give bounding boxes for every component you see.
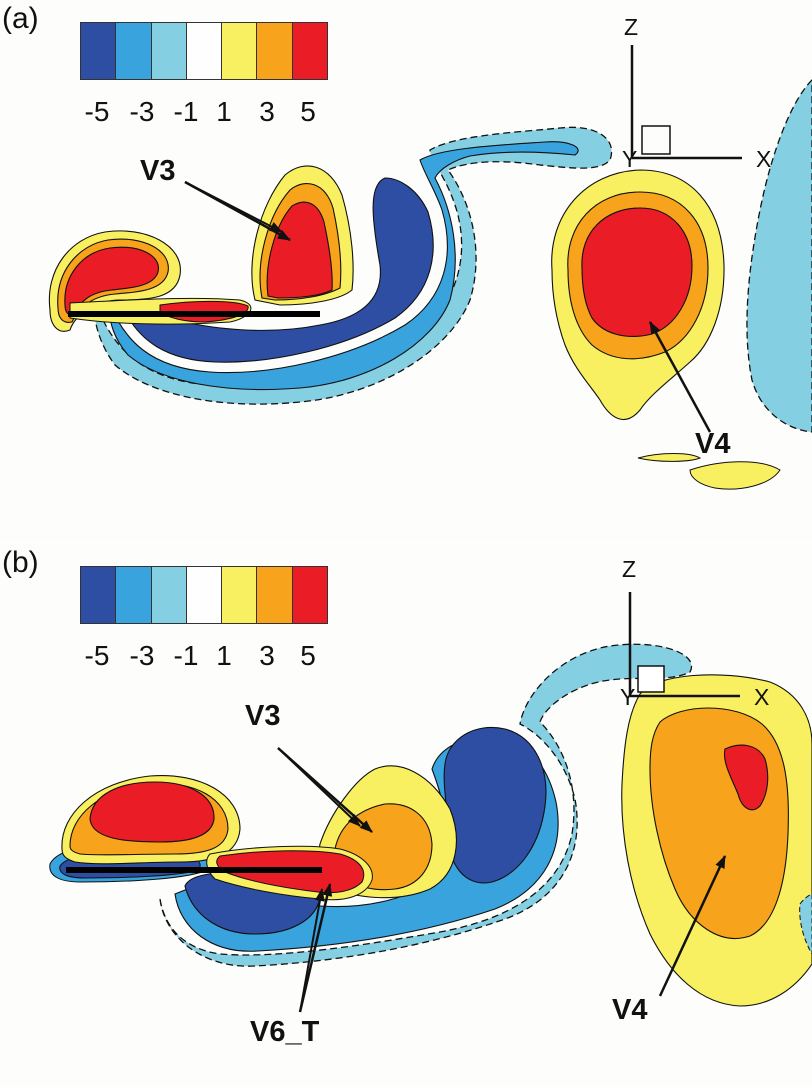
colorbar-swatch <box>186 567 223 623</box>
colorbar-tick-labels: -5 -3 -1 1 3 5 <box>80 640 328 674</box>
v4-label: V4 <box>612 994 648 1026</box>
x-axis-label: X <box>756 146 772 172</box>
colorbar-swatch <box>116 567 152 623</box>
v3-arrow-2 <box>184 181 283 233</box>
coordinate-axes-triad <box>628 592 740 698</box>
panel-a: (a) -5 -3 -1 1 3 5 Z X Y V3 V4 <box>0 0 812 543</box>
panel-tag: (b) <box>2 546 39 579</box>
colorbar-swatch <box>257 567 293 623</box>
colorbar-tick-label: -3 <box>129 640 155 671</box>
colorbar-tick-label: -3 <box>129 96 155 127</box>
z-axis-label: Z <box>622 556 637 582</box>
colorbar-tick-label: 1 <box>216 96 232 127</box>
v3-label: V3 <box>140 155 176 187</box>
colorbar-swatch <box>222 23 258 79</box>
negative-vorticity-region-right <box>746 79 812 433</box>
positive-vortex-leading-edge <box>61 774 241 865</box>
positive-vortex-v3 <box>251 165 354 306</box>
colorbar-swatch <box>292 567 327 623</box>
positive-vortex-v4 <box>551 169 781 490</box>
colorbar-swatch <box>292 23 327 79</box>
z-axis-label: Z <box>624 14 639 40</box>
colorbar-tick-label: -5 <box>84 96 110 127</box>
y-axis-label: Y <box>622 146 638 172</box>
negative-vorticity-sheet <box>93 126 613 405</box>
colorbar-tick-label: 1 <box>216 640 232 671</box>
vorticity-contour-plot-a <box>0 0 812 543</box>
colorbar <box>80 566 328 624</box>
x-axis-label: X <box>754 684 770 710</box>
v4-label: V4 <box>695 428 731 460</box>
colorbar-tick-labels: -5 -3 -1 1 3 5 <box>80 96 328 130</box>
v6-t-label: V6_T <box>250 1016 320 1048</box>
v3-label: V3 <box>245 700 281 732</box>
colorbar-swatch <box>222 567 258 623</box>
v3-arrow-2 <box>277 747 361 827</box>
colorbar-tick-label: 5 <box>300 96 316 127</box>
colorbar-swatch <box>81 23 117 79</box>
colorbar-tick-label: -5 <box>84 640 110 671</box>
colorbar-swatch <box>151 567 187 623</box>
colorbar-tick-label: -1 <box>173 96 199 127</box>
colorbar-swatch <box>81 567 117 623</box>
positive-vortex-v4 <box>621 674 812 1007</box>
colorbar-swatch <box>151 23 187 79</box>
v4-arrow <box>648 321 712 433</box>
vorticity-contour-plot-b <box>0 544 812 1087</box>
colorbar <box>80 22 328 80</box>
panel-tag: (a) <box>2 2 39 35</box>
colorbar-tick-label: 3 <box>259 96 275 127</box>
v6t-arrow-2 <box>299 888 325 1013</box>
coordinate-axes-triad <box>630 45 742 160</box>
v6t-arrow-1 <box>298 883 333 1013</box>
panel-b: (b) -5 -3 -1 1 3 5 Z X Y V3 V6_T V4 <box>0 544 812 1087</box>
colorbar-tick-label: 5 <box>300 640 316 671</box>
colorbar-tick-label: -1 <box>173 640 199 671</box>
colorbar-swatch <box>257 23 293 79</box>
colorbar-swatch <box>116 23 152 79</box>
colorbar-swatch <box>186 23 223 79</box>
colorbar-tick-label: 3 <box>259 640 275 671</box>
y-axis-label: Y <box>620 684 636 710</box>
v4-arrow <box>658 855 727 997</box>
